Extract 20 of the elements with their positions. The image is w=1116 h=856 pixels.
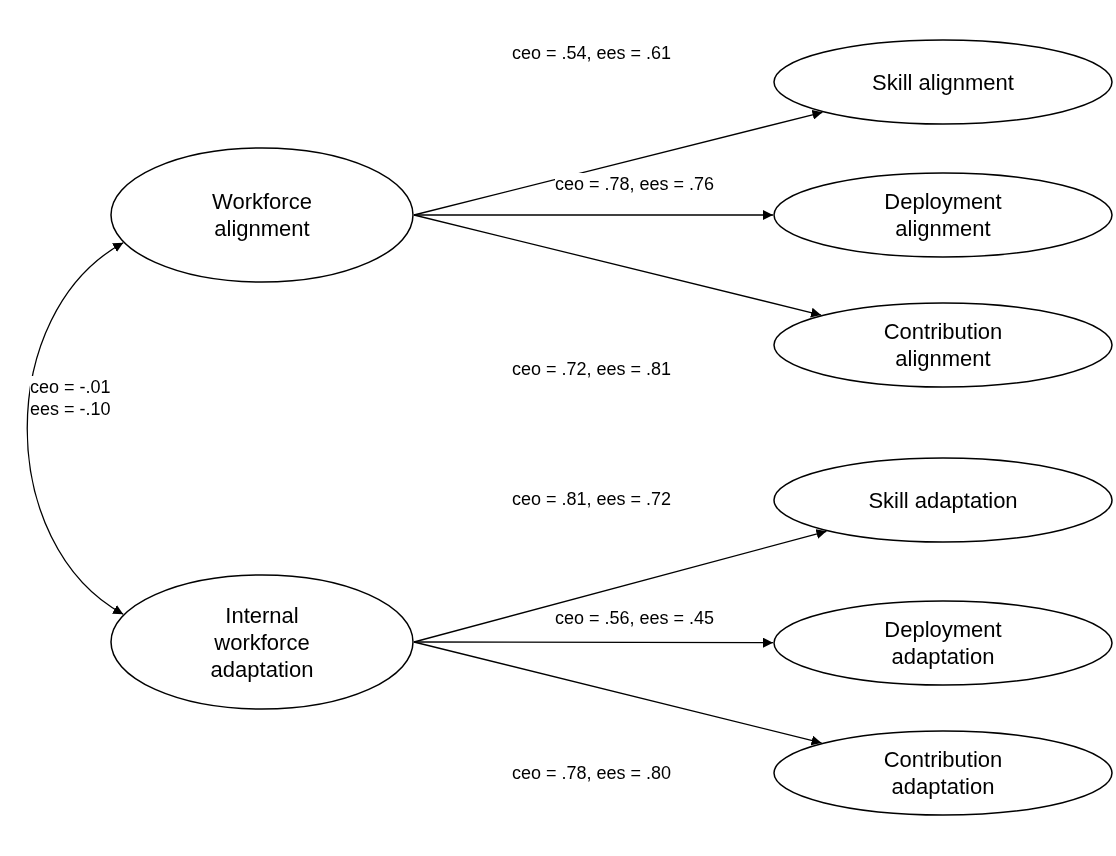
node-label: Workforce alignment (211, 188, 313, 242)
latent-variable-ellipse (110, 574, 414, 710)
latent-variable-ellipse (773, 172, 1113, 258)
arrow (413, 641, 823, 746)
arrow (26, 242, 124, 615)
node-label: Deployment alignment (883, 188, 1003, 242)
arrow (413, 214, 822, 318)
latent-variable-ellipse (773, 457, 1113, 543)
edge-label: ceo = .78, ees = .76 (555, 173, 715, 195)
latent-variable-ellipse (773, 600, 1113, 686)
latent-variable-ellipse (773, 730, 1113, 816)
node-label: Contribution adaptation (882, 746, 1004, 800)
latent-variable-ellipse (110, 147, 414, 283)
latent-variable-ellipse (773, 39, 1113, 125)
node-label: Internal workforce adaptation (209, 601, 315, 683)
node-label: Contribution alignment (882, 318, 1004, 372)
node-label: Deployment adaptation (883, 616, 1003, 670)
node-label: Skill adaptation (868, 486, 1018, 514)
latent-variable-ellipse (773, 302, 1113, 388)
node-label: Skill alignment (872, 68, 1014, 96)
